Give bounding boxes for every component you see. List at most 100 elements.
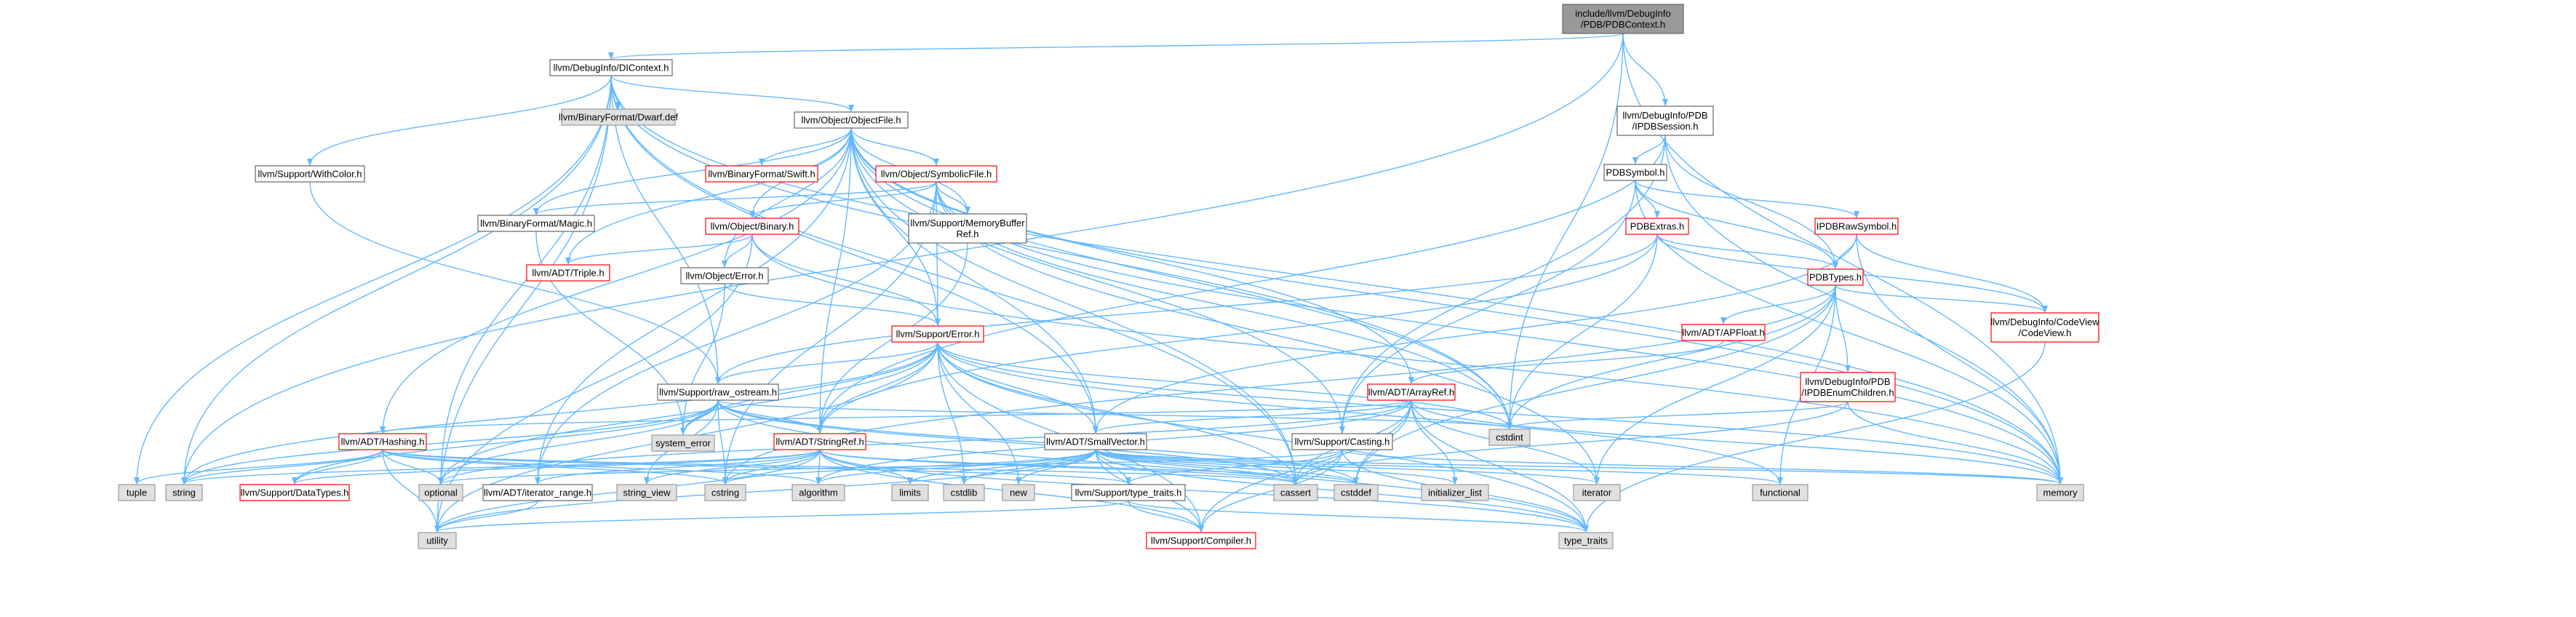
node-symbolicfile[interactable]: llvm/Object/SymbolicFile.h — [875, 165, 997, 183]
node-ipdbenumchildren[interactable]: llvm/DebugInfo/PDB/IPDBEnumChildren.h — [1800, 372, 1896, 402]
node-datatypes[interactable]: llvm/Support/DataTypes.h — [239, 484, 350, 501]
edge-smallvector-to-memory — [1095, 449, 2063, 485]
node-box — [1044, 433, 1147, 450]
edge-withcolor-to-rawostream — [309, 181, 721, 384]
node-binary[interactable]: llvm/Object/Binary.h — [705, 218, 799, 235]
node-label: llvm/Support/raw_ostream.h — [659, 387, 777, 398]
node-label: llvm/Support/WithColor.h — [258, 169, 362, 180]
node-box — [1681, 324, 1766, 341]
node-box — [891, 325, 984, 343]
edge-symbolicfile-to-supporterror — [934, 181, 941, 326]
node-label: limits — [899, 487, 921, 498]
node-swift[interactable]: llvm/BinaryFormat/Swift.h — [705, 165, 818, 183]
node-label: llvm/BinaryFormat/Dwarf.def — [559, 112, 678, 123]
node-iterator: iterator — [1573, 484, 1621, 501]
node-label: llvm/Object/SymbolicFile.h — [881, 169, 992, 180]
node-box — [1562, 4, 1684, 34]
node-label: llvm/Support/Compiler.h — [1151, 536, 1251, 546]
node-iteratorrange[interactable]: llvm/ADT/iterator_range.h — [482, 484, 593, 501]
node-typetraitsh[interactable]: llvm/Support/type_traits.h — [1071, 484, 1186, 501]
edge-arrayref-to-smallvector — [1093, 399, 1412, 434]
node-withcolor[interactable]: llvm/Support/WithColor.h — [255, 165, 365, 183]
edge-dicontext-to-withcolor — [307, 75, 612, 166]
node-box — [908, 213, 1027, 244]
node-box — [791, 484, 845, 501]
edge-smallvector-to-new — [1016, 449, 1096, 485]
node-supporterror[interactable]: llvm/Support/Error.h — [891, 325, 984, 343]
node-label: new — [1010, 487, 1027, 498]
node-label: functional — [1760, 487, 1801, 498]
node-label: iterator — [1582, 487, 1612, 498]
node-codeview[interactable]: llvm/DebugInfo/CodeView/CodeView.h — [1990, 312, 2100, 343]
edge-ipdbrawsymbol-to-codeview — [1856, 234, 2048, 313]
node-label: llvm/ADT/SmallVector.h — [1046, 437, 1145, 447]
node-label: string_view — [623, 487, 671, 498]
node-label: llvm/Object/Binary.h — [711, 221, 794, 232]
node-objecterror[interactable]: llvm/Object/Error.h — [680, 267, 769, 284]
node-compiler[interactable]: llvm/Support/Compiler.h — [1146, 532, 1256, 549]
node-label: cstdlib — [951, 487, 978, 498]
edge-objectfile-to-swift — [759, 127, 852, 166]
node-smallvector[interactable]: llvm/ADT/SmallVector.h — [1044, 433, 1147, 450]
node-box — [549, 59, 673, 76]
edge-hashing-to-utility — [382, 449, 440, 533]
node-arrayref[interactable]: llvm/ADT/ArrayRef.h — [1367, 383, 1456, 401]
edge-ipdbsession-to-pdbsymbol — [1632, 135, 1666, 164]
edge-stringref-to-cstddef — [819, 449, 1359, 485]
node-rawostream[interactable]: llvm/Support/raw_ostream.h — [657, 383, 779, 401]
edge-supporterror-to-functional — [937, 341, 1783, 485]
node-box — [482, 484, 593, 501]
node-label: string — [172, 487, 196, 498]
node-dicontext[interactable]: llvm/DebugInfo/DIContext.h — [549, 59, 673, 76]
edge-iteratorrange-to-utility — [434, 500, 538, 533]
edge-supporterror-to-cstdlib — [937, 341, 967, 485]
node-triple[interactable]: llvm/ADT/Triple.h — [526, 264, 610, 282]
node-box — [1603, 164, 1667, 181]
node-stringref[interactable]: llvm/ADT/StringRef.h — [773, 433, 866, 450]
node-box — [680, 267, 769, 284]
node-pdbsymbol[interactable]: PDBSymbol.h — [1603, 164, 1667, 181]
node-box — [1990, 312, 2100, 343]
edge-dicontext-to-cstdint — [610, 75, 1512, 429]
node-label: llvm/ADT/iterator_range.h — [484, 487, 591, 498]
node-hashing[interactable]: llvm/ADT/Hashing.h — [338, 433, 427, 450]
node-label: include/llvm/DebugInfo — [1575, 8, 1671, 19]
edge-root-to-dicontext — [608, 33, 1624, 60]
edge-ipdbenumchildren-to-cassert — [1293, 401, 1849, 485]
node-root[interactable]: include/llvm/DebugInfo/PDB/PDBContext.h — [1562, 4, 1684, 34]
node-cstddef: cstddef — [1333, 484, 1379, 501]
edge-pdbsymbol-to-pdbextras — [1635, 180, 1660, 218]
node-ipdbsession[interactable]: llvm/DebugInfo/PDB/IPDBSession.h — [1616, 106, 1714, 136]
edge-ipdbenumchildren-to-cstdint — [1507, 401, 1849, 429]
edge-supporterror-to-memory — [937, 341, 2063, 485]
node-box — [657, 383, 779, 401]
edge-dicontext-to-string — [181, 75, 612, 485]
node-label: optional — [424, 487, 458, 498]
node-label: tuple — [127, 487, 147, 498]
node-apfloat[interactable]: llvm/ADT/APFloat.h — [1681, 324, 1766, 341]
edge-objectfile-to-triple — [565, 127, 852, 265]
node-casting[interactable]: llvm/Support/Casting.h — [1291, 433, 1393, 450]
node-cassert: cassert — [1273, 484, 1318, 501]
node-label: memory — [2043, 487, 2078, 498]
node-label: llvm/ADT/StringRef.h — [775, 437, 864, 447]
node-magic[interactable]: llvm/BinaryFormat/Magic.h — [477, 215, 595, 232]
edge-pdbtypes-to-codeview — [1835, 284, 2048, 313]
node-label: algorithm — [799, 487, 837, 498]
node-pdbextras[interactable]: PDBExtras.h — [1625, 218, 1689, 235]
edge-stringref-to-typetraits — [819, 449, 1589, 533]
edge-rawostream-to-cstring — [717, 399, 728, 485]
edge-rawostream-to-systemerror — [680, 399, 719, 435]
node-memory: memory — [2036, 484, 2084, 501]
edge-smallvector-to-utility — [434, 449, 1096, 533]
node-ipdbrawsymbol[interactable]: IPDBRawSymbol.h — [1814, 218, 1899, 235]
node-objectfile[interactable]: llvm/Object/ObjectFile.h — [794, 111, 909, 129]
edge-objectfile-to-hashing — [380, 127, 852, 434]
node-new: new — [1002, 484, 1035, 501]
node-label: /IPDBEnumChildren.h — [1801, 387, 1894, 398]
edge-smallvector-to-initlist — [1095, 449, 1458, 485]
edge-symbolicfile-to-magic — [533, 181, 937, 215]
node-pdbtypes[interactable]: PDBTypes.h — [1807, 268, 1864, 286]
node-label: llvm/DebugInfo/PDB — [1805, 376, 1890, 387]
